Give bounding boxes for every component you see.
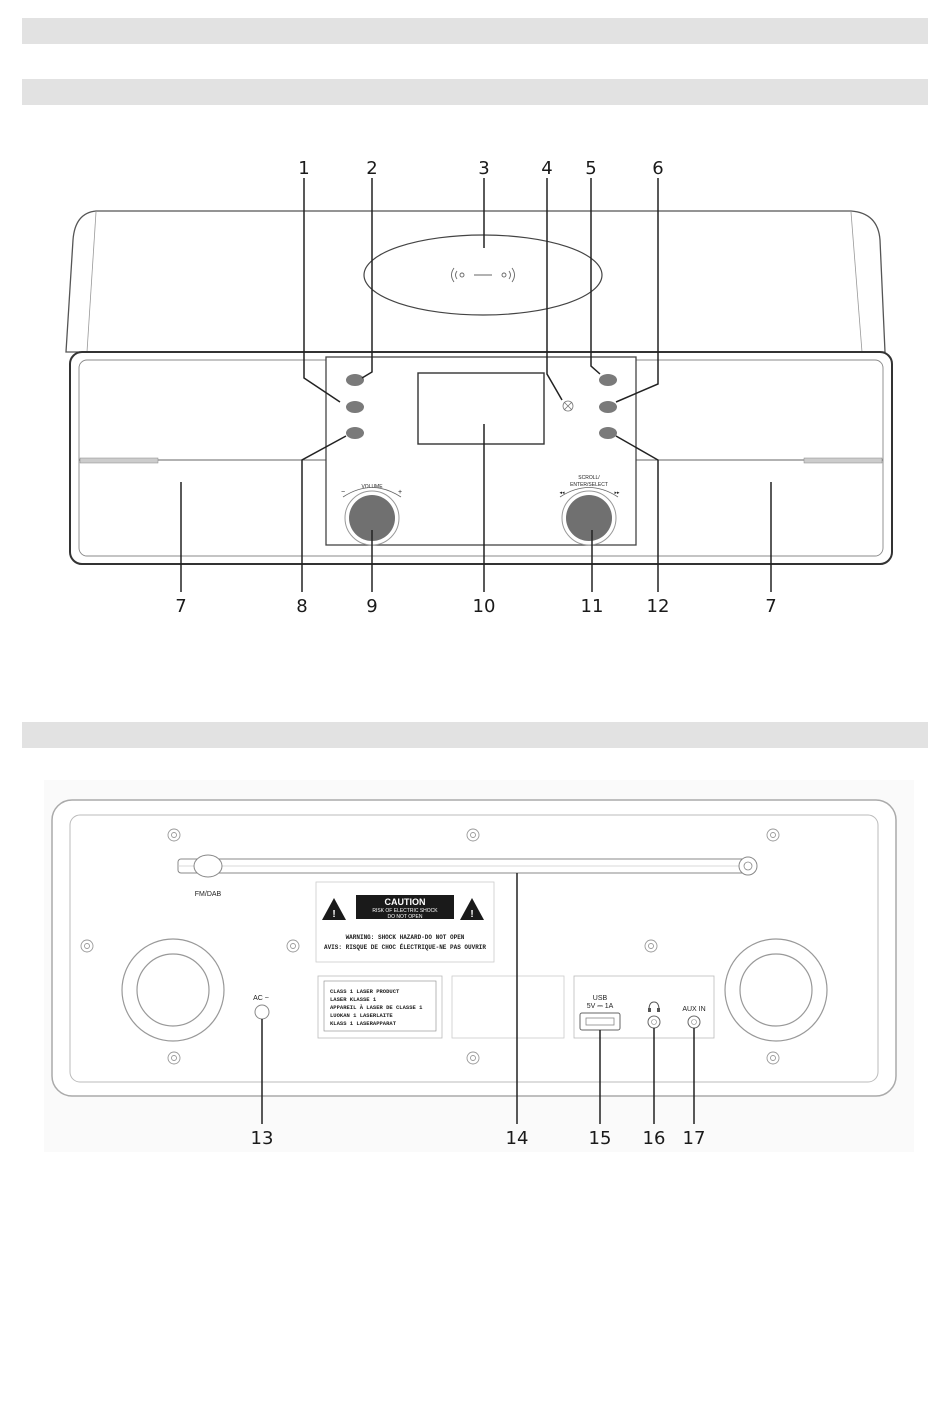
callout-6: 6 xyxy=(652,158,663,179)
callout-9: 9 xyxy=(366,596,377,617)
svg-text:AUX IN: AUX IN xyxy=(682,1006,705,1013)
svg-text:5V ⎓ 1A: 5V ⎓ 1A xyxy=(587,1003,614,1010)
callout-5: 5 xyxy=(585,158,596,179)
svg-text:!: ! xyxy=(470,909,473,920)
svg-text:APPAREIL À LASER DE CLASSE 1: APPAREIL À LASER DE CLASSE 1 xyxy=(330,1004,423,1011)
navigate-knob[interactable]: SCROLL/ ENTER/SELECT ◂◂ ▸▸ xyxy=(559,475,620,546)
callout-13: 13 xyxy=(251,1128,274,1149)
svg-text:KLASS 1 LASERAPPARAT: KLASS 1 LASERAPPARAT xyxy=(330,1020,397,1027)
front-view-diagram: VOLUME − + SCROLL/ ENTER/SELECT ◂◂ ▸▸ 1 … xyxy=(65,158,893,617)
callout-2: 2 xyxy=(366,158,377,179)
section-header-bar-2 xyxy=(22,79,928,105)
svg-text:−: − xyxy=(341,489,345,496)
svg-text:DO NOT OPEN: DO NOT OPEN xyxy=(388,914,423,920)
callout-7-right: 7 xyxy=(765,596,776,617)
rear-leader-lines xyxy=(261,873,695,1124)
usb-port[interactable]: USB 5V ⎓ 1A xyxy=(579,995,621,1031)
front-leader-lines-top xyxy=(303,178,659,403)
svg-text:SCROLL/: SCROLL/ xyxy=(578,475,600,481)
svg-text:RISK OF ELECTRIC SHOCK: RISK OF ELECTRIC SHOCK xyxy=(372,908,438,914)
callout-15: 15 xyxy=(589,1128,612,1149)
warning-triangle-icon-right xyxy=(460,898,484,920)
bass-port-right xyxy=(724,938,828,1042)
warning-triangle-icon-left xyxy=(322,898,346,920)
callout-4: 4 xyxy=(541,158,552,179)
screw-set xyxy=(80,828,780,1065)
svg-text:AC ~: AC ~ xyxy=(253,995,269,1002)
callout-1: 1 xyxy=(298,158,309,179)
ir-sensor-icon xyxy=(562,400,574,412)
svg-text:CLASS 1 LASER PRODUCT: CLASS 1 LASER PRODUCT xyxy=(330,988,400,995)
svg-text:AVIS: RISQUE DE CHOC ÉLECTRIQU: AVIS: RISQUE DE CHOC ÉLECTRIQUE-NE PAS O… xyxy=(324,944,486,951)
callout-16: 16 xyxy=(643,1128,666,1149)
fm-dab-antenna[interactable] xyxy=(177,854,758,878)
callout-10: 10 xyxy=(473,596,496,617)
back-button[interactable] xyxy=(599,427,617,439)
mode-button[interactable] xyxy=(346,401,364,413)
section-header-bar-3 xyxy=(22,722,928,748)
svg-text:LASER KLASSE 1: LASER KLASSE 1 xyxy=(330,996,377,1003)
callout-7-left: 7 xyxy=(175,596,186,617)
wireless-charging-icon xyxy=(451,267,515,283)
volume-knob[interactable]: VOLUME − + xyxy=(341,484,402,546)
svg-text:ENTER/SELECT: ENTER/SELECT xyxy=(570,482,608,488)
headphone-jack[interactable] xyxy=(647,1001,661,1029)
rear-view-diagram: FM/DAB ! ! CAUTION RISK OF ELECTRIC SHOC… xyxy=(44,780,914,1152)
svg-text:◂◂: ◂◂ xyxy=(559,490,565,496)
svg-text:LUOKAN 1 LASERLAITE: LUOKAN 1 LASERLAITE xyxy=(330,1012,393,1019)
bass-port-left xyxy=(121,938,225,1042)
display-screen xyxy=(417,372,545,445)
svg-text:CAUTION: CAUTION xyxy=(385,897,426,907)
preset-button[interactable] xyxy=(346,427,364,439)
headphone-icon xyxy=(648,1001,660,1011)
svg-text:USB: USB xyxy=(593,995,608,1002)
laser-product-label: CLASS 1 LASER PRODUCT LASER KLASSE 1 APP… xyxy=(317,975,443,1039)
front-leader-lines-bottom xyxy=(180,424,772,592)
aux-in-jack[interactable]: AUX IN xyxy=(682,1006,706,1029)
callout-8: 8 xyxy=(296,596,307,617)
section-header-bar-1 xyxy=(22,18,928,44)
svg-text:▸▸: ▸▸ xyxy=(614,490,620,496)
caution-label: ! ! CAUTION RISK OF ELECTRIC SHOCK DO NO… xyxy=(315,881,495,963)
blank-plate xyxy=(451,975,565,1039)
svg-text:VOLUME: VOLUME xyxy=(361,484,383,490)
svg-text:+: + xyxy=(398,489,402,496)
callout-14: 14 xyxy=(506,1128,529,1149)
callout-17: 17 xyxy=(683,1128,706,1149)
svg-text:!: ! xyxy=(332,909,335,920)
bluetooth-button[interactable] xyxy=(599,374,617,386)
power-button[interactable] xyxy=(346,374,364,386)
callout-11: 11 xyxy=(581,596,604,617)
equalizer-button[interactable] xyxy=(599,401,617,413)
antenna-label: FM/DAB xyxy=(195,891,222,898)
callout-12: 12 xyxy=(647,596,670,617)
svg-text:WARNING: SHOCK HAZARD-DO NOT O: WARNING: SHOCK HAZARD-DO NOT OPEN xyxy=(346,934,465,941)
callout-3: 3 xyxy=(478,158,489,179)
